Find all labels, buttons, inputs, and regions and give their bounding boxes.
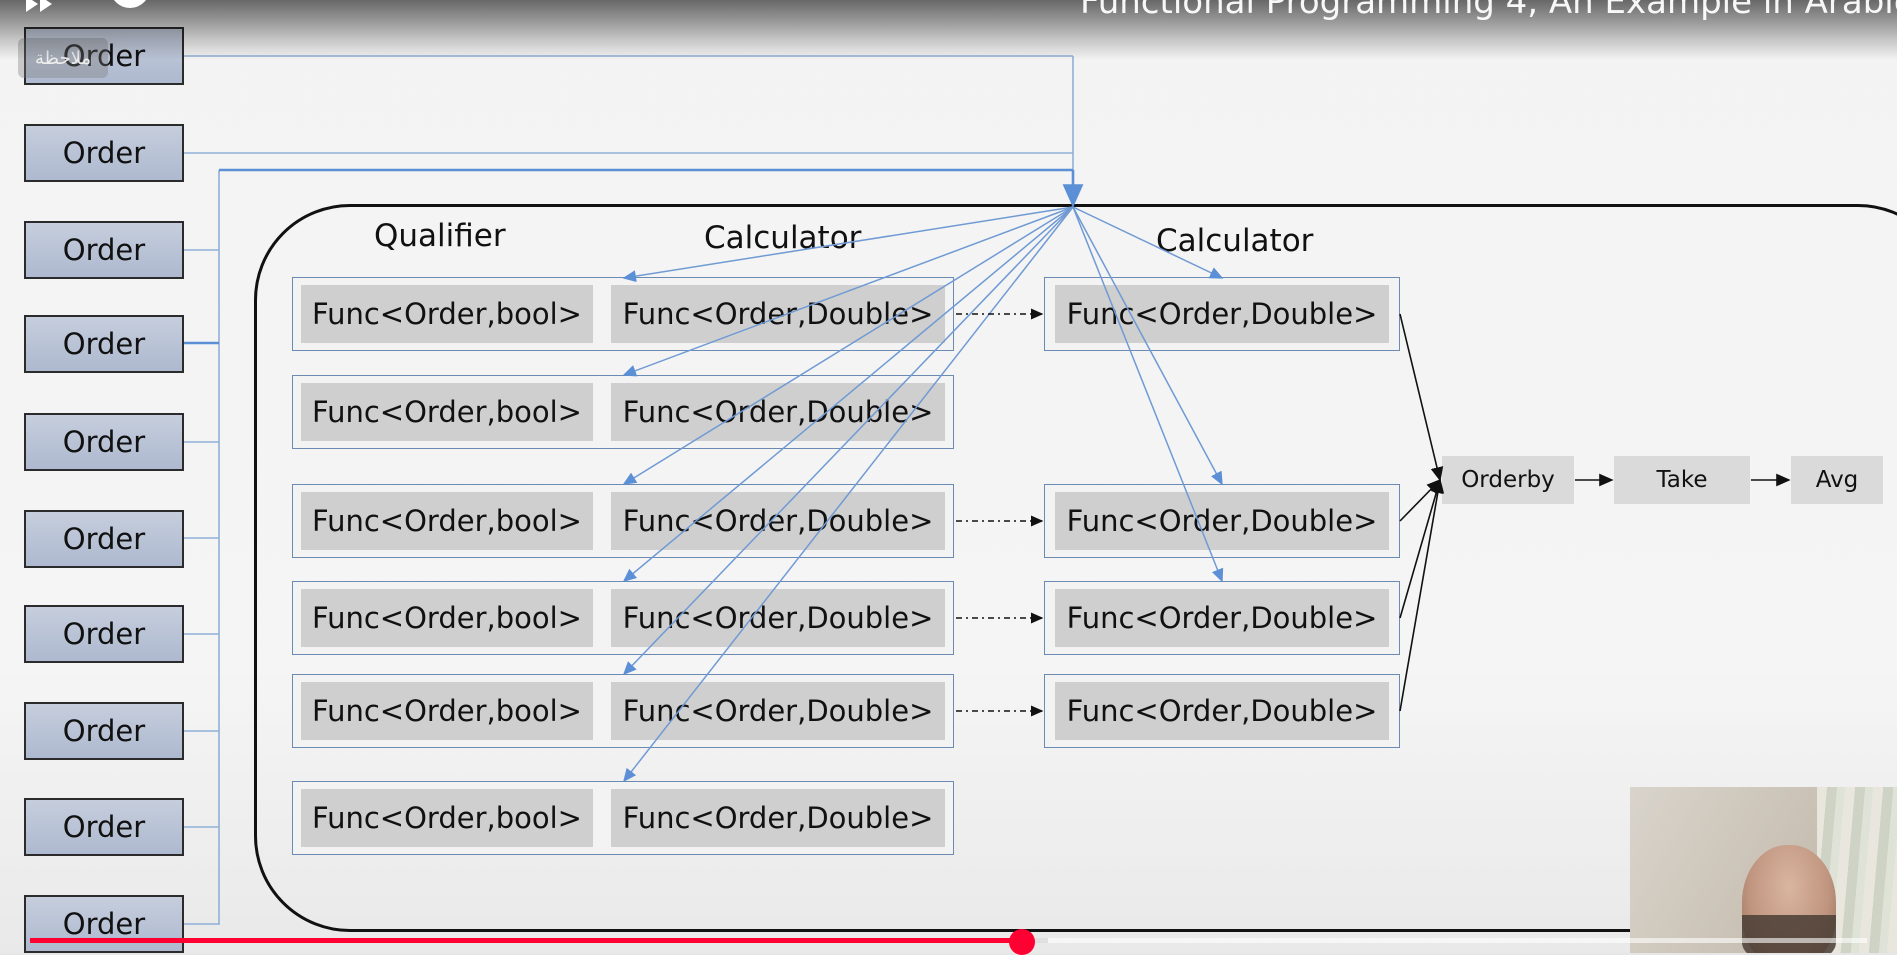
result-calculator: Func<Order,Double> [1044, 674, 1400, 748]
qualifier-func: Func<Order,bool> [301, 383, 593, 441]
progress-scrubber[interactable] [1008, 929, 1035, 955]
calculator-func: Func<Order,Double> [611, 383, 945, 441]
calculator-func: Func<Order,Double> [611, 285, 945, 343]
avg-node: Avg [1791, 456, 1883, 504]
calculator-header-right: Calculator [1156, 223, 1314, 259]
take-node: Take [1614, 456, 1750, 504]
order-box: Order [24, 510, 184, 568]
order-box: Order [24, 702, 184, 760]
calculator-func: Func<Order,Double> [611, 682, 945, 740]
settings-icon[interactable] [104, 0, 156, 8]
info-badge[interactable]: ملاحظة [18, 38, 108, 78]
calculator-func: Func<Order,Double> [611, 789, 945, 847]
function-row: Func<Order,bool> Func<Order,Double> [292, 484, 954, 558]
progress-played [30, 938, 1022, 943]
result-func: Func<Order,Double> [1055, 285, 1389, 343]
calculator-func: Func<Order,Double> [611, 589, 945, 647]
qualifier-header: Qualifier [374, 218, 506, 254]
qualifier-func: Func<Order,bool> [301, 682, 593, 740]
order-box: Order [24, 413, 184, 471]
qualifier-func: Func<Order,bool> [301, 492, 593, 550]
skip-icon[interactable] [26, 0, 86, 16]
function-row: Func<Order,bool> Func<Order,Double> [292, 781, 954, 855]
order-box: Order [24, 605, 184, 663]
calculator-func: Func<Order,Double> [611, 492, 945, 550]
function-row: Func<Order,bool> Func<Order,Double> [292, 581, 954, 655]
function-row: Func<Order,bool> Func<Order,Double> [292, 277, 954, 351]
order-box: Order [24, 798, 184, 856]
order-box: Order [24, 221, 184, 279]
presenter-webcam [1630, 787, 1897, 953]
calculator-header: Calculator [704, 220, 862, 256]
orderby-node: Orderby [1442, 456, 1574, 504]
order-box: Order [24, 315, 184, 373]
result-calculator: Func<Order,Double> [1044, 581, 1400, 655]
video-title[interactable]: Functional Programming 4, An Example in … [1080, 0, 1897, 22]
presenter-beard [1742, 915, 1836, 953]
result-func: Func<Order,Double> [1055, 492, 1389, 550]
result-calculator: Func<Order,Double> [1044, 277, 1400, 351]
result-calculator: Func<Order,Double> [1044, 484, 1400, 558]
qualifier-func: Func<Order,bool> [301, 589, 593, 647]
function-row: Func<Order,bool> Func<Order,Double> [292, 674, 954, 748]
result-func: Func<Order,Double> [1055, 589, 1389, 647]
qualifier-func: Func<Order,bool> [301, 789, 593, 847]
qualifier-func: Func<Order,bool> [301, 285, 593, 343]
order-box: Order [24, 124, 184, 182]
order-box: Order [24, 895, 184, 953]
function-row: Func<Order,bool> Func<Order,Double> [292, 375, 954, 449]
result-func: Func<Order,Double> [1055, 682, 1389, 740]
